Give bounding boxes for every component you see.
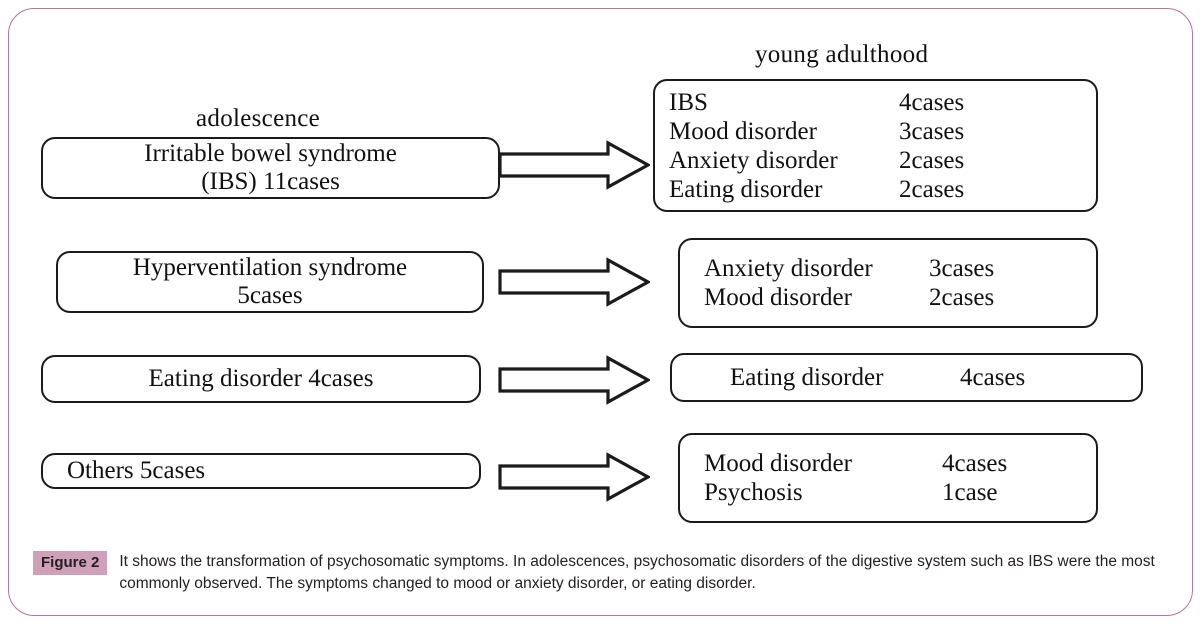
young-adulthood-box-from-hyperventilation[interactable]: Anxiety disorder 3cases Mood disorder 2c… <box>678 238 1098 328</box>
column-heading-young-adulthood: young adulthood <box>755 41 929 68</box>
adolescence-box-hyperventilation-line2: 5cases <box>237 282 303 309</box>
row-count: 4cases <box>899 88 965 116</box>
adolescence-box-eating-disorder[interactable]: Eating disorder 4cases <box>41 355 481 403</box>
young-adulthood-row: IBS 4cases <box>669 88 1096 117</box>
young-adulthood-row: Eating disorder 2cases <box>669 175 1096 204</box>
young-adulthood-row: Mood disorder 4cases <box>704 449 1096 478</box>
figure-caption-text: It shows the transformation of psychosom… <box>119 553 1155 593</box>
row-count: 2cases <box>929 284 995 311</box>
row-label: Mood disorder <box>669 117 817 145</box>
row-label: Psychosis <box>704 479 803 506</box>
adolescence-box-others-line1: Others 5cases <box>67 457 206 484</box>
figure-caption: Figure 2 It shows the transformation of … <box>33 551 1173 596</box>
arrow-ibs-icon <box>498 140 650 190</box>
row-count: 3cases <box>929 255 995 282</box>
row-label: Eating disorder <box>669 175 823 203</box>
adolescence-box-ibs-line1: Irritable bowel syndrome <box>144 140 397 167</box>
row-count: 2cases <box>899 146 965 174</box>
row-count: 2cases <box>899 175 965 203</box>
young-adulthood-row: Psychosis 1case <box>704 478 1096 507</box>
arrow-others-icon <box>498 452 650 502</box>
young-adulthood-row: Anxiety disorder 2cases <box>669 146 1096 175</box>
row-label: IBS <box>669 88 708 116</box>
adolescence-box-hyperventilation[interactable]: Hyperventilation syndrome 5cases <box>56 251 484 313</box>
young-adulthood-box-from-eating-disorder[interactable]: Eating disorder 4cases <box>670 353 1143 402</box>
row-count: 4cases <box>942 450 1008 477</box>
adolescence-box-ibs-line2: (IBS) 11cases <box>201 168 340 195</box>
row-label: Anxiety disorder <box>704 255 873 282</box>
row-label: Anxiety disorder <box>669 146 838 174</box>
row-label: Mood disorder <box>704 284 852 311</box>
young-adulthood-row: Eating disorder 4cases <box>730 363 1141 392</box>
young-adulthood-row: Anxiety disorder 3cases <box>704 254 1096 283</box>
young-adulthood-box-from-others[interactable]: Mood disorder 4cases Psychosis 1case <box>678 433 1098 523</box>
adolescence-box-others[interactable]: Others 5cases <box>41 453 481 489</box>
young-adulthood-row: Mood disorder 3cases <box>669 117 1096 146</box>
young-adulthood-box-from-ibs[interactable]: IBS 4cases Mood disorder 3cases Anxiety … <box>653 79 1098 212</box>
row-count: 1case <box>942 479 998 506</box>
arrow-hyperventilation-icon <box>498 257 650 307</box>
young-adulthood-row: Mood disorder 2cases <box>704 283 1096 312</box>
adolescence-box-hyperventilation-line1: Hyperventilation syndrome <box>132 254 408 281</box>
row-count: 4cases <box>960 364 1026 391</box>
adolescence-box-ibs[interactable]: Irritable bowel syndrome (IBS) 11cases <box>41 137 500 199</box>
row-label: Eating disorder <box>730 364 884 391</box>
row-label: Mood disorder <box>704 450 852 477</box>
column-heading-adolescence: adolescence <box>196 105 321 132</box>
row-count: 3cases <box>899 117 965 145</box>
arrow-eating-disorder-icon <box>498 355 650 405</box>
adolescence-box-eating-disorder-line1: Eating disorder 4cases <box>148 365 374 392</box>
figure-number-badge: Figure 2 <box>33 551 108 576</box>
